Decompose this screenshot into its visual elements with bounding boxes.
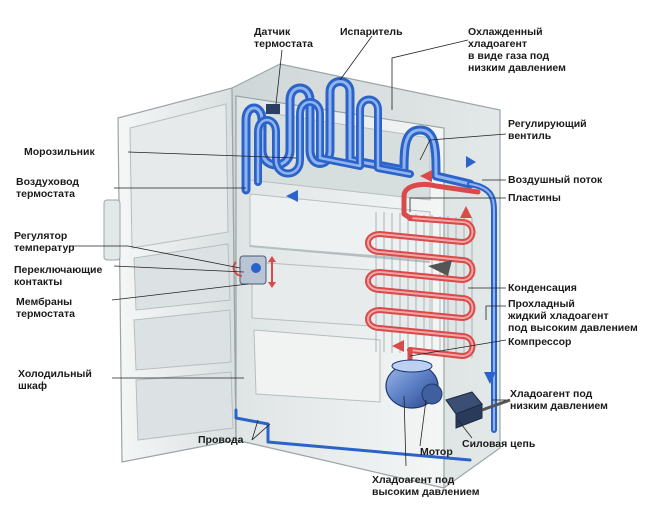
label-compressor: Компрессор [508, 336, 572, 348]
label-fridge-cabinet: Холодильный шкаф [18, 368, 92, 392]
label-switch-contacts: Переключающие контакты [14, 264, 103, 288]
label-membranes: Мембраны термостата [16, 296, 75, 320]
label-cooled-gas: Охлажденный хладоагент в виде газа под н… [468, 26, 566, 74]
power-circuit-box [445, 391, 511, 429]
label-high-pressure: Хладоагент под высоким давлением [372, 474, 480, 498]
label-temp-regulator: Регулятор температур [14, 230, 75, 254]
label-plates: Пластины [508, 192, 561, 204]
label-thermostat-sensor: Датчик термостата [254, 26, 313, 50]
compressor [385, 359, 443, 409]
label-wires: Провода [198, 434, 244, 446]
evaporator-coils [234, 77, 497, 462]
label-evaporator: Испаритель [340, 26, 403, 38]
label-regulating-valve: Регулирующий вентиль [508, 118, 587, 142]
label-cool-liquid: Прохладный жидкий хладоагент под высоким… [508, 298, 638, 334]
label-airflow: Воздушный поток [508, 174, 603, 186]
leader-lines [70, 35, 507, 467]
label-condensation: Конденсация [508, 282, 577, 294]
condenser-coils [365, 181, 481, 369]
flow-arrows [286, 156, 496, 384]
label-motor: Мотор [420, 446, 453, 458]
label-low-pressure: Хладоагент под низким давлением [510, 388, 608, 412]
fridge-door [103, 87, 237, 463]
label-freezer: Морозильник [24, 146, 95, 158]
label-air-duct: Воздуховод термостата [16, 176, 80, 200]
label-power-circuit: Силовая цепь [462, 438, 536, 450]
thermostat-assembly [232, 104, 280, 288]
